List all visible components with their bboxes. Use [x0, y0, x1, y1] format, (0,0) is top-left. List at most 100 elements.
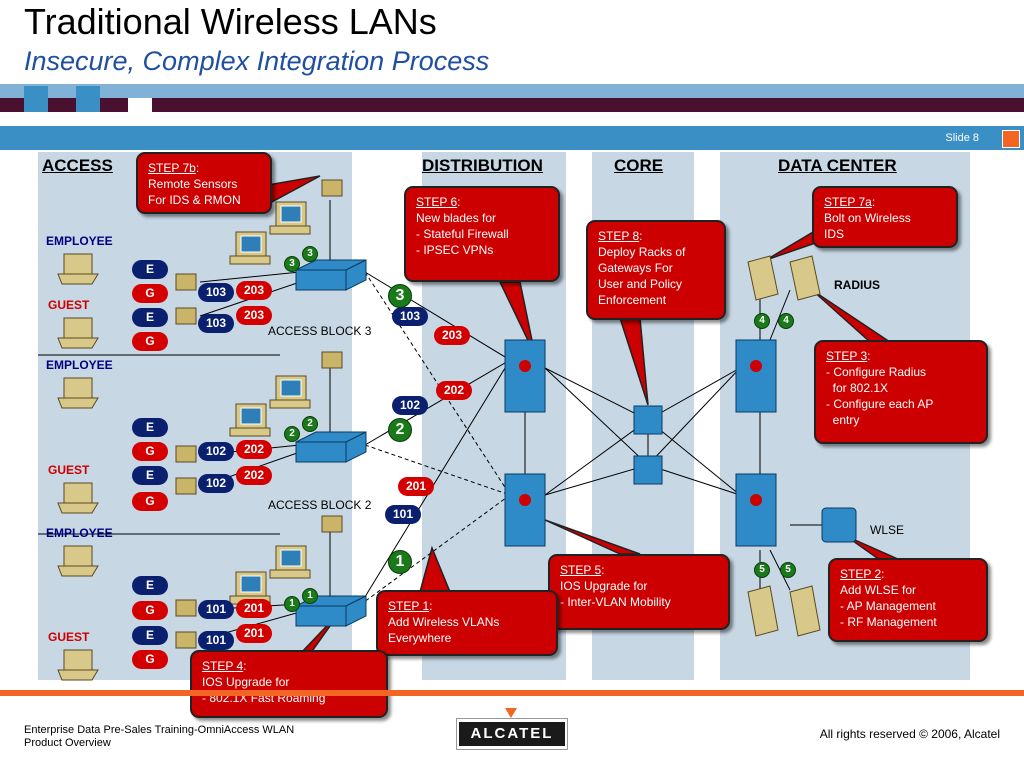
step-text: Remote Sensors For IDS & RMON [148, 177, 241, 207]
access-heading: ACCESS [42, 156, 113, 175]
step-number-badge: 3 [388, 284, 412, 308]
wlse-appliance-icon [821, 507, 857, 543]
ssid-tag-employee: E [132, 626, 168, 645]
vlan-tag: 202 [236, 440, 272, 459]
wlse-label: WLSE [870, 523, 905, 537]
ssid-tag-guest: G [132, 332, 168, 351]
step-1-callout: STEP 1: Add Wireless VLANs Everywhere [376, 590, 558, 656]
step-number-badge: 3 [284, 256, 300, 272]
step-3-callout: STEP 3: - Configure Radius for 802.1X - … [814, 340, 988, 444]
screen-icon [240, 235, 262, 253]
guest-label: GUEST [48, 463, 90, 477]
employee-label: EMPLOYEE [46, 234, 113, 248]
step-text: Add Wireless VLANs Everywhere [388, 615, 500, 645]
vlan-tag: 101 [385, 505, 421, 524]
access-point-icon [321, 179, 343, 197]
core-heading: CORE [614, 156, 664, 175]
ssid-tag-guest: G [132, 650, 168, 669]
slide-title: Traditional Wireless LANs [24, 1, 437, 42]
alcatel-logo: ALCATEL [459, 722, 565, 746]
step-number-badge: 4 [754, 313, 770, 329]
ssid-tag-guest: G [132, 492, 168, 511]
screen-icon [240, 407, 262, 425]
step-number-badge: 3 [302, 246, 318, 262]
radius-server-icon [789, 255, 821, 301]
ssid-tag-guest: G [132, 601, 168, 620]
step-number-badge: 2 [302, 416, 318, 432]
step-number-badge: 5 [754, 562, 770, 578]
access-point-icon [321, 351, 343, 369]
slide-subtitle: Insecure, Complex Integration Process [24, 46, 490, 76]
step-text: - Configure Radius for 802.1X - Configur… [826, 365, 934, 427]
access-switch-icon [295, 605, 347, 627]
employee-label: EMPLOYEE [46, 358, 113, 372]
vlan-tag: 102 [198, 474, 234, 493]
datacenter-switch-icon [735, 473, 777, 547]
ssid-tag-guest: G [132, 442, 168, 461]
step-label: STEP 1 [388, 599, 430, 613]
laptop-icon [57, 482, 99, 514]
vlan-tag: 203 [434, 326, 470, 345]
step-number-badge: 2 [388, 418, 412, 442]
access-switch-icon [345, 259, 367, 291]
data-center-heading: DATA CENTER [778, 156, 897, 175]
vlan-tag: 202 [236, 466, 272, 485]
step-number-badge: 5 [780, 562, 796, 578]
distribution-heading: DISTRIBUTION [422, 156, 543, 175]
ssid-tag-employee: E [132, 418, 168, 437]
step-label: STEP 7a [824, 195, 872, 209]
vlan-tag: 203 [236, 281, 272, 300]
laptop-icon [57, 253, 99, 285]
core-switch-icon [633, 405, 663, 435]
step-7a-callout: STEP 7a: Bolt on Wireless IDS [812, 186, 958, 248]
step-6-callout: STEP 6: New blades for - Stateful Firewa… [404, 186, 560, 282]
step-8-callout: STEP 8: Deploy Racks of Gateways For Use… [586, 220, 726, 320]
vlan-tag: 101 [198, 631, 234, 650]
vlan-tag: 103 [198, 283, 234, 302]
ssid-tag-guest: G [132, 284, 168, 303]
vlan-tag: 102 [392, 396, 428, 415]
step-number-badge: 2 [284, 426, 300, 442]
laptop-icon [57, 377, 99, 409]
access-point-icon [175, 307, 197, 325]
header-band-dark [0, 98, 1024, 112]
step-label: STEP 6 [416, 195, 458, 209]
ssid-tag-employee: E [132, 466, 168, 485]
decor-square [76, 86, 100, 110]
vlan-tag: 102 [198, 442, 234, 461]
step-label: STEP 2 [840, 567, 882, 581]
employee-label: EMPLOYEE [46, 526, 113, 540]
vlan-tag: 103 [198, 314, 234, 333]
guest-label: GUEST [48, 298, 90, 312]
vlan-tag: 202 [436, 381, 472, 400]
footer-accent-line [0, 690, 1024, 696]
server-icon [747, 585, 779, 637]
vlan-tag: 201 [236, 599, 272, 618]
radius-server-icon [747, 255, 779, 301]
vlan-tag: 101 [198, 600, 234, 619]
step-4-callout: STEP 4: IOS Upgrade for - 802.1X Fast Ro… [190, 650, 388, 718]
distribution-switch-icon [504, 473, 546, 547]
step-label: STEP 4 [202, 659, 244, 673]
ssid-tag-employee: E [132, 260, 168, 279]
access-point-icon [175, 477, 197, 495]
decor-square [24, 108, 48, 112]
screen-icon [280, 205, 302, 223]
step-text: New blades for - Stateful Firewall - IPS… [416, 211, 509, 257]
guest-label: GUEST [48, 630, 90, 644]
step-label: STEP 8 [598, 229, 640, 243]
step-number-badge: 1 [388, 550, 412, 574]
footer-copyright: All rights reserved © 2006, Alcatel [819, 727, 1000, 741]
vlan-tag: 103 [392, 307, 428, 326]
laptop-icon [57, 649, 99, 681]
step-label: STEP 7b [148, 161, 196, 175]
distribution-switch-icon [504, 339, 546, 413]
step-label: STEP 5 [560, 563, 602, 577]
radius-label: RADIUS [834, 278, 881, 292]
step-label: STEP 3 [826, 349, 868, 363]
access-switch-icon [345, 431, 367, 463]
screen-icon [240, 575, 262, 593]
datacenter-switch-icon [735, 339, 777, 413]
ssid-tag-employee: E [132, 576, 168, 595]
